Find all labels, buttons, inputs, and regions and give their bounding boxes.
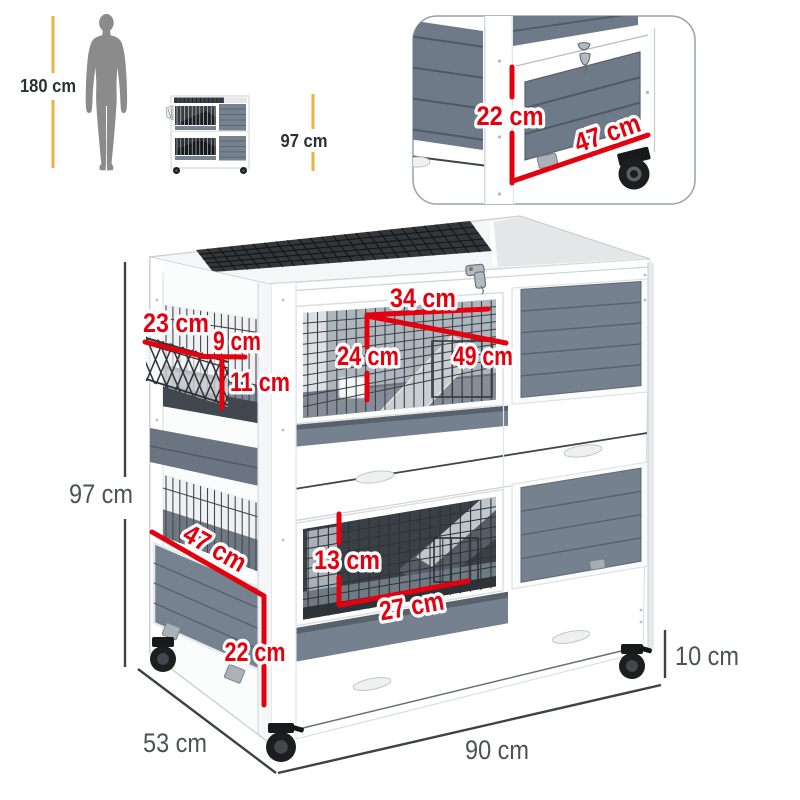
svg-text:22 cm: 22 cm	[477, 101, 544, 131]
svg-text:53 cm: 53 cm	[143, 728, 207, 758]
svg-text:90 cm: 90 cm	[465, 735, 529, 765]
svg-text:23 cm: 23 cm	[143, 308, 209, 338]
svg-text:49 cm: 49 cm	[453, 341, 513, 371]
svg-text:9 cm: 9 cm	[213, 326, 261, 356]
svg-text:10 cm: 10 cm	[675, 641, 739, 671]
svg-text:22 cm: 22 cm	[225, 637, 286, 667]
svg-text:97 cm: 97 cm	[281, 130, 328, 151]
svg-text:11 cm: 11 cm	[230, 367, 290, 397]
svg-text:34 cm: 34 cm	[390, 283, 456, 313]
svg-text:180 cm: 180 cm	[20, 75, 76, 96]
svg-text:24 cm: 24 cm	[337, 341, 399, 371]
svg-text:13 cm: 13 cm	[314, 545, 380, 575]
svg-text:97 cm: 97 cm	[69, 479, 133, 509]
